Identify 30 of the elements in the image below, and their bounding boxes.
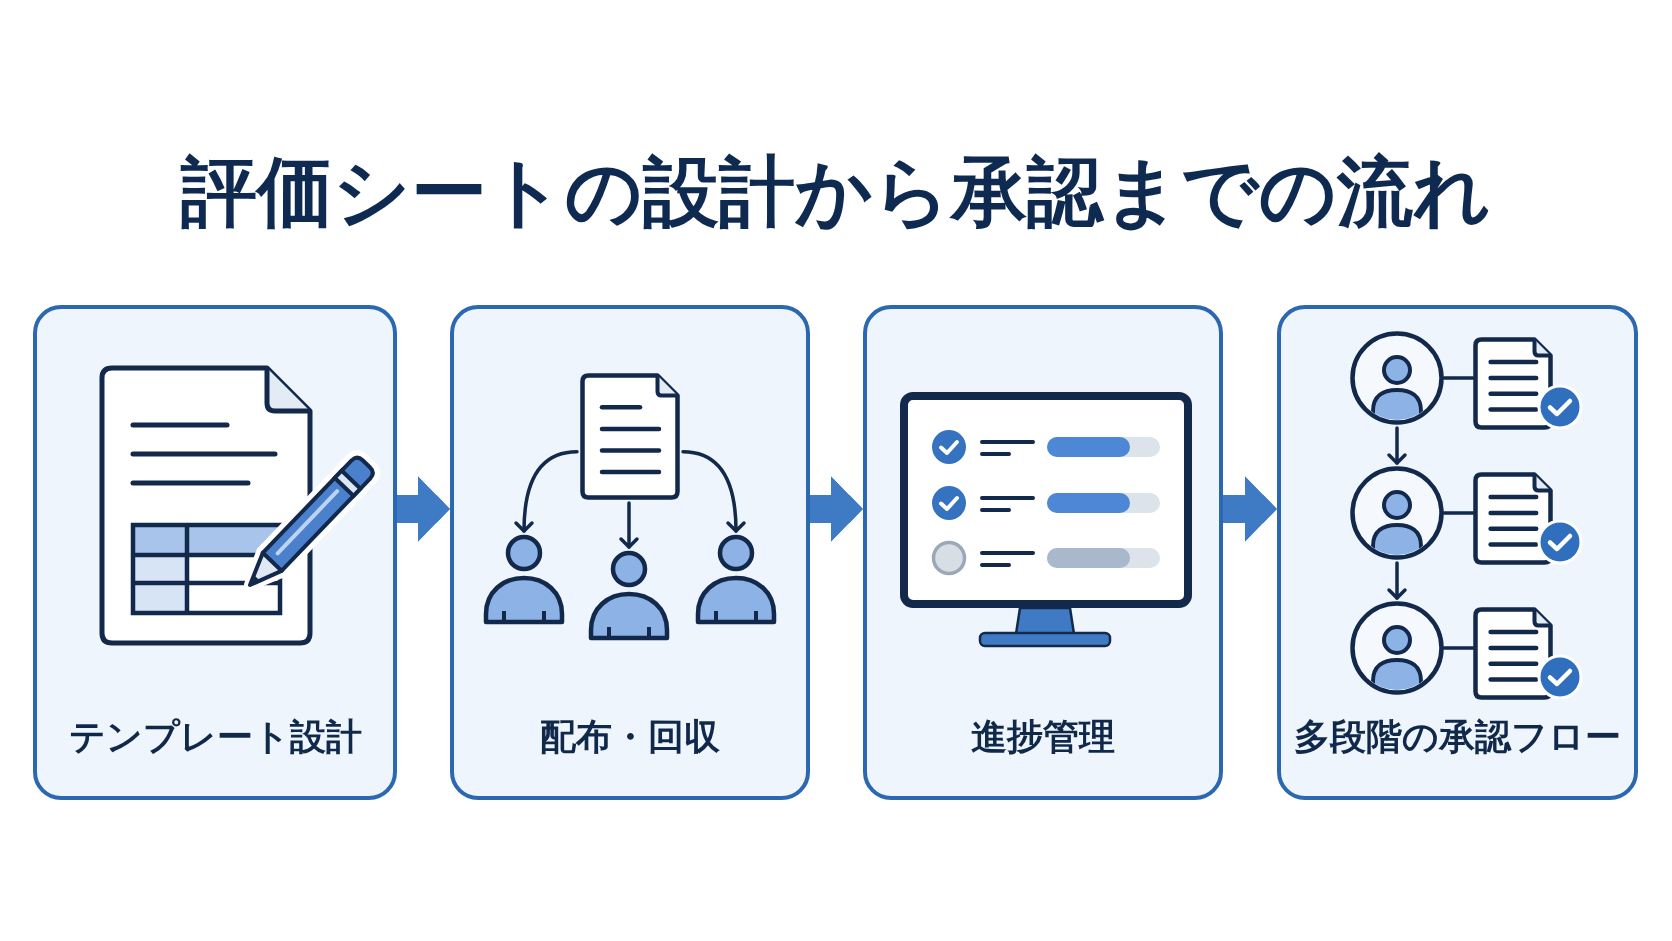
person-icon [588, 550, 670, 641]
connector-line [1442, 646, 1475, 650]
connector-line [1442, 376, 1475, 380]
flow-arrow [397, 475, 450, 542]
avatar-icon [1350, 601, 1444, 695]
avatar-icon [1350, 466, 1444, 560]
arrow [619, 501, 639, 549]
document-icon [1473, 472, 1553, 565]
step-card [863, 305, 1223, 800]
arrow [514, 450, 579, 533]
arrow [681, 450, 746, 533]
person-icon [695, 534, 777, 625]
step-card [33, 305, 397, 800]
step-label: 多段階の承認フロー [1294, 715, 1621, 759]
step-card [450, 305, 810, 800]
flow-arrow [1223, 475, 1277, 542]
flow-arrow [810, 475, 863, 542]
connector-line [1442, 511, 1475, 515]
arrow [1387, 561, 1407, 600]
step-label: テンプレート設計 [68, 715, 362, 759]
step-card [1277, 305, 1638, 800]
step-label: 進捗管理 [971, 715, 1115, 759]
arrow [1387, 426, 1407, 465]
document-icon [1473, 607, 1553, 700]
avatar-icon [1350, 331, 1444, 425]
step-label: 配布・回収 [540, 715, 720, 759]
document-icon [580, 373, 680, 500]
title: 評価シートの設計から承認までの流れ [181, 146, 1491, 238]
person-icon [483, 534, 565, 625]
document-icon [1473, 337, 1553, 430]
